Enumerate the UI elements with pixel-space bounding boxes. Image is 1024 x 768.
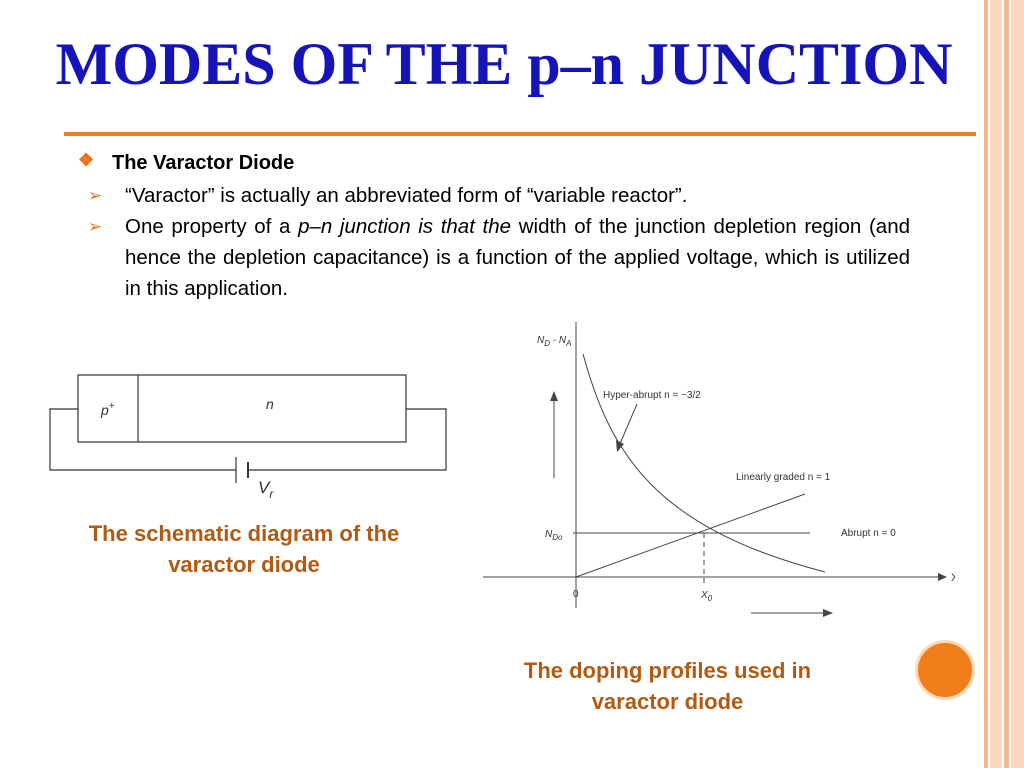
n-region-label: n bbox=[266, 396, 274, 412]
origin-label: 0 bbox=[573, 589, 579, 600]
abrupt-label: Abrupt n = 0 bbox=[841, 528, 896, 539]
left-wire bbox=[49, 408, 236, 471]
graph-caption: The doping profiles used in varactor dio… bbox=[523, 658, 812, 714]
right-wire bbox=[248, 408, 447, 471]
voltage-label: Vr bbox=[258, 478, 274, 501]
bullet-text-italic: p–n junction is that the bbox=[298, 215, 512, 238]
bullet-text-start: One property of a bbox=[125, 215, 299, 238]
stripe bbox=[984, 0, 988, 768]
section-heading: The Varactor Diode bbox=[112, 152, 295, 174]
slide-title: MODES OF THE p–n JUNCTION bbox=[55, 31, 953, 97]
x0-label: X0 bbox=[700, 590, 713, 603]
arrow-right-icon: ➢ bbox=[88, 217, 103, 236]
stripe bbox=[1004, 0, 1009, 768]
stripe bbox=[1011, 0, 1024, 768]
linearly-graded-profile bbox=[575, 493, 806, 578]
title-underline bbox=[64, 132, 976, 136]
schematic-caption: The schematic diagram of the varactor di… bbox=[88, 521, 400, 577]
bullet-item: ➢ “Varactor” is actually an abbreviated … bbox=[78, 180, 910, 211]
decorative-circle bbox=[915, 640, 975, 700]
varactor-schematic: p+ n Vr bbox=[49, 374, 447, 501]
section-heading-item: ❖ The Varactor Diode bbox=[78, 150, 910, 180]
bullet-text-end: width of the junction depletion region (… bbox=[125, 215, 910, 300]
bullet-list: ❖ The Varactor Diode ➢ “Varactor” is act… bbox=[78, 150, 910, 304]
y-axis-label: ND - NA bbox=[537, 335, 571, 348]
diode-body bbox=[77, 374, 407, 443]
x-axis-label: X bbox=[951, 572, 955, 584]
p-region-label: p+ bbox=[100, 401, 115, 418]
arrow-right-icon: ➢ bbox=[88, 186, 103, 205]
bullet-item: ➢ One property of a p–n junction is that… bbox=[78, 211, 910, 304]
side-decoration bbox=[984, 0, 1024, 768]
hyper-abrupt-profile bbox=[582, 353, 826, 573]
nd0-label: NDo bbox=[545, 529, 563, 542]
stripe bbox=[990, 0, 1002, 768]
x-axis-arrow-head bbox=[938, 573, 947, 581]
hyper-abrupt-label: Hyper-abrupt n = −3/2 bbox=[603, 390, 701, 401]
x-arrow-head bbox=[823, 609, 833, 617]
hyper-pointer-line bbox=[618, 403, 638, 447]
doping-profile-graph: ND - NA Hyper-abrupt n = −3/2 Linearly g… bbox=[483, 322, 955, 617]
hyper-pointer-arrow-head bbox=[616, 440, 624, 452]
y-arrow-head bbox=[550, 391, 558, 401]
diamond-four-icon: ❖ bbox=[78, 150, 95, 170]
bullet-text: “Varactor” is actually an abbreviated fo… bbox=[125, 184, 688, 207]
linearly-graded-label: Linearly graded n = 1 bbox=[736, 472, 831, 483]
